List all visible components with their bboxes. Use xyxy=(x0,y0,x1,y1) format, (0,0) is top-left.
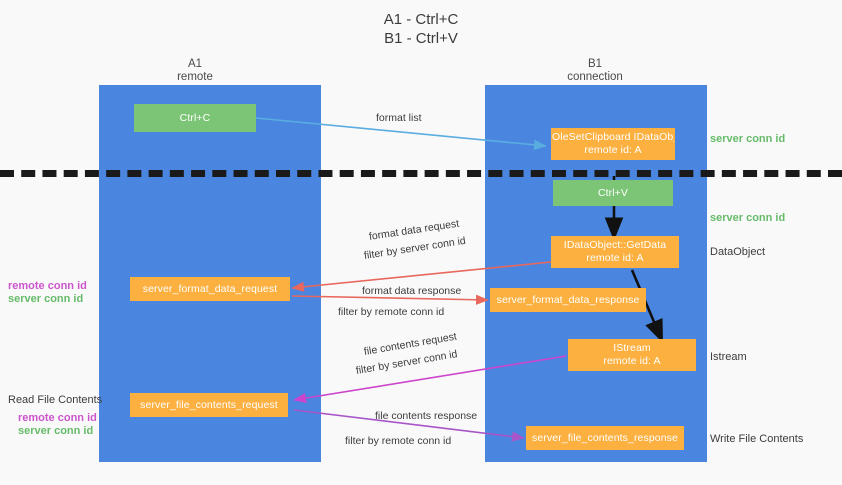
annotation-server-conn-id-mid: server conn id xyxy=(710,212,786,224)
filter-prefix: filter by xyxy=(338,306,372,318)
filter-value-server-conn-id: server conn id xyxy=(399,234,467,257)
annotation-istream: Istream xyxy=(710,351,747,363)
box-server-format-data-request-label: server_format_data_request xyxy=(142,282,278,295)
label-format-data-response-filter: filter by remote conn id xyxy=(338,305,444,319)
box-server-format-data-response-label: server_format_data_response xyxy=(496,293,640,306)
annotation-server-conn-id-bottom: server conn id xyxy=(18,425,94,437)
box-istream-line2: remote id: A xyxy=(603,355,661,367)
box-istream[interactable]: IStream remote id: A xyxy=(568,339,696,371)
annotation-dataobject: DataObject xyxy=(710,246,766,258)
box-idataobject-getdata[interactable]: IDataObject::GetData remote id: A xyxy=(551,236,679,268)
annotation-remote-conn-id-bottom: remote conn id xyxy=(18,412,97,424)
box-istream-line1: IStream xyxy=(613,342,651,354)
column-header-b1: B1 connection xyxy=(530,58,660,84)
box-ctrl-c-label: Ctrl+C xyxy=(179,111,211,124)
phase-divider xyxy=(0,170,842,177)
box-getdata-line2: remote id: A xyxy=(586,252,644,264)
box-dataobject-set-line2: remote id: A xyxy=(584,144,642,156)
box-ctrl-c[interactable]: Ctrl+C xyxy=(134,104,256,132)
filter-prefix: filter by xyxy=(363,245,399,262)
annotation-read-file-contents: Read File Contents xyxy=(8,394,103,406)
annotation-remote-conn-id-mid: remote conn id xyxy=(8,280,87,292)
filter-value-remote-conn-id: remote conn id xyxy=(374,306,445,318)
box-server-format-data-response[interactable]: server_format_data_response xyxy=(490,288,646,312)
column-b1-name: B1 xyxy=(587,58,603,70)
filter-value-remote-conn-id: remote conn id xyxy=(381,435,452,447)
label-file-contents-response-filter: filter by remote conn id xyxy=(345,434,451,448)
box-server-file-contents-response-label: server_file_contents_response xyxy=(532,431,678,444)
label-file-contents-response: file contents response xyxy=(375,410,478,422)
column-a1-subtitle: remote xyxy=(177,71,213,83)
box-dataobject-set-line1: OleSetClipboard IDataObject xyxy=(552,131,674,143)
label-format-data-response: format data response xyxy=(362,285,462,297)
annotation-write-file-contents: Write File Contents xyxy=(710,433,804,445)
column-header-a1: A1 remote xyxy=(130,58,260,84)
box-ctrl-v[interactable]: Ctrl+V xyxy=(553,180,673,206)
label-format-list: format list xyxy=(376,112,422,124)
title-line-1: A1 - Ctrl+C xyxy=(383,11,459,28)
box-server-file-contents-response[interactable]: server_file_contents_response xyxy=(526,426,684,450)
column-a1-name: A1 xyxy=(187,58,203,70)
box-server-file-contents-request-label: server_file_contents_request xyxy=(140,398,278,411)
box-server-format-data-request[interactable]: server_format_data_request xyxy=(130,277,290,301)
box-getdata-line1: IDataObject::GetData xyxy=(563,239,667,251)
annotation-server-conn-id-left-mid: server conn id xyxy=(8,293,84,305)
box-server-file-contents-request[interactable]: server_file_contents_request xyxy=(130,393,288,417)
page-title: A1 - Ctrl+C B1 - Ctrl+V xyxy=(0,10,842,48)
title-line-2: B1 - Ctrl+V xyxy=(384,30,458,47)
filter-prefix: filter by xyxy=(355,359,391,377)
box-dataobject-set[interactable]: OleSetClipboard IDataObject remote id: A xyxy=(551,128,675,160)
box-ctrl-v-label: Ctrl+V xyxy=(597,186,629,199)
annotation-server-conn-id-top: server conn id xyxy=(710,133,786,145)
filter-prefix: filter by xyxy=(345,435,379,447)
column-b1-subtitle: connection xyxy=(567,71,623,83)
